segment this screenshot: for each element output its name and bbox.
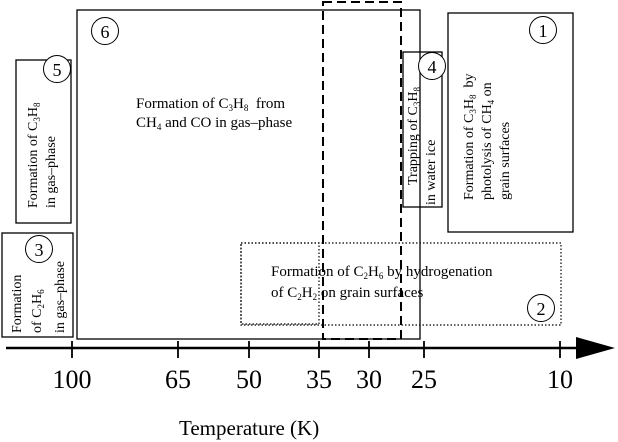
region-4-number: 4 [418, 52, 446, 80]
region-2-number: 2 [527, 294, 555, 322]
region-2-inner-box [240, 242, 320, 325]
region-1-line-2: photolysis of CH4 on [480, 82, 496, 200]
region-6-number: 6 [91, 17, 119, 45]
axis-arrowhead [576, 337, 615, 359]
tick-label-10: 10 [547, 365, 573, 394]
region-1-line-1: Formation of C3H8 by [462, 73, 478, 200]
region-5-line-1: Formation of C3H8 [26, 102, 42, 208]
axis-ticks [71, 341, 561, 358]
region-3-line-3: in gas–phase [53, 261, 68, 333]
region-5-number: 5 [43, 55, 71, 83]
region-5-line-2: in gas–phase [44, 136, 59, 208]
region-3-box [1, 232, 74, 338]
dashed-band [322, 1, 402, 340]
tick-label-35: 35 [306, 365, 332, 394]
region-6-line-2: CH4 and CO in gas–phase [136, 115, 293, 132]
region-3-line-2: of C2H6 [30, 289, 46, 333]
region-4-box [402, 51, 443, 208]
tick-label-50: 50 [236, 365, 262, 394]
region-6-line-1: Formation of C3H8 from [136, 96, 286, 113]
region-2-line-1: Formation of C2H6 by hydrogenation [271, 264, 493, 281]
tick-label-65: 65 [165, 365, 191, 394]
region-1-number: 1 [529, 16, 557, 44]
axis-title: Temperature (K) [179, 416, 320, 440]
region-6-box [76, 9, 421, 340]
region-4-line-2: in water ice [424, 139, 439, 205]
region-5-box [15, 59, 72, 224]
tick-label-100: 100 [52, 365, 92, 394]
tick-label-30: 30 [356, 365, 382, 394]
region-3-line-1: Formation [10, 274, 25, 333]
region-1-box [447, 12, 574, 233]
region-3-number: 3 [25, 235, 53, 263]
region-1-line-3: grain surfaces [498, 121, 513, 200]
tick-label-25: 25 [411, 365, 437, 394]
region-4-line-1: Trapping of C3H8 [406, 87, 422, 185]
region-2-line-2: of C2H2 on grain surfaces [271, 285, 424, 302]
